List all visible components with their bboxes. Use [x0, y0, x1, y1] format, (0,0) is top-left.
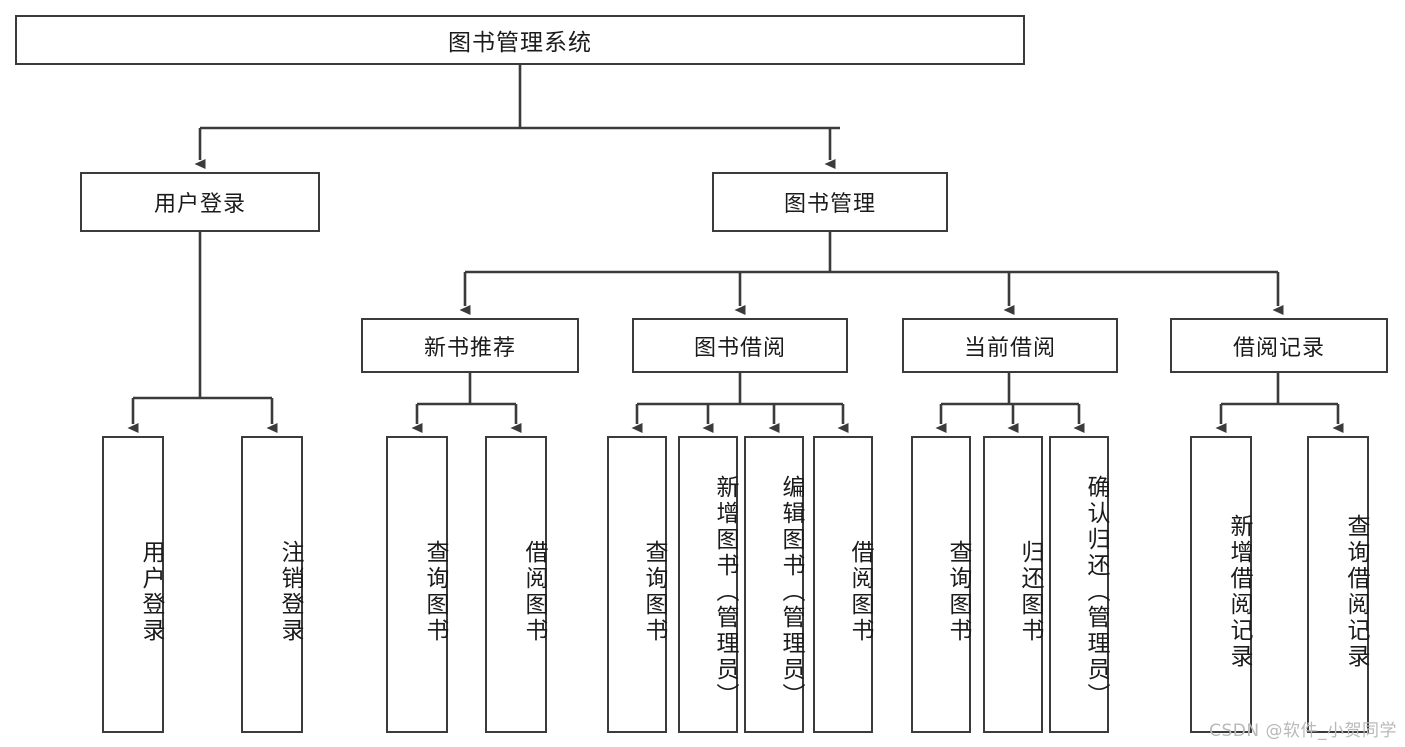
leaf-label: 查询图书	[641, 539, 667, 644]
leaf-label: 查询图书	[422, 539, 448, 644]
leaf-query-book-borrow[interactable]: 查询图书	[607, 436, 667, 733]
node-current-borrow[interactable]: 当前借阅	[902, 318, 1118, 373]
node-root-system-title[interactable]: 图书管理系统	[15, 15, 1025, 65]
leaf-edit-book-admin[interactable]: 编辑图书（管理员）	[744, 436, 804, 733]
leaf-label: 借阅图书	[847, 539, 873, 644]
leaf-label: 归还图书	[1017, 539, 1043, 644]
leaf-label: 确认归还（管理员）	[1083, 474, 1109, 709]
leaf-query-borrow-record[interactable]: 查询借阅记录	[1307, 436, 1369, 733]
node-book-management[interactable]: 图书管理	[712, 172, 948, 232]
leaf-label: 新增图书（管理员）	[712, 474, 738, 709]
leaf-borrow-book-newbook[interactable]: 借阅图书	[485, 436, 547, 733]
leaf-borrow-book[interactable]: 借阅图书	[813, 436, 873, 733]
node-user-login[interactable]: 用户登录	[80, 172, 320, 232]
leaf-return-book[interactable]: 归还图书	[983, 436, 1043, 733]
leaf-logout[interactable]: 注销登录	[241, 436, 303, 733]
node-book-borrow[interactable]: 图书借阅	[632, 318, 848, 373]
leaf-user-login[interactable]: 用户登录	[102, 436, 164, 733]
leaf-label: 新增借阅记录	[1226, 513, 1252, 670]
csdn-watermark: CSDN @软件_小贺同学	[1209, 721, 1397, 741]
leaf-label: 注销登录	[277, 539, 303, 644]
node-borrow-record[interactable]: 借阅记录	[1170, 318, 1388, 373]
leaf-label: 编辑图书（管理员）	[778, 474, 804, 709]
leaf-add-borrow-record[interactable]: 新增借阅记录	[1190, 436, 1252, 733]
leaf-label: 查询图书	[945, 539, 971, 644]
leaf-add-book-admin[interactable]: 新增图书（管理员）	[678, 436, 738, 733]
leaf-label: 查询借阅记录	[1343, 513, 1369, 670]
leaf-label: 用户登录	[138, 539, 164, 644]
leaf-label: 借阅图书	[521, 539, 547, 644]
node-new-book-recommend[interactable]: 新书推荐	[361, 318, 579, 373]
leaf-query-book-current[interactable]: 查询图书	[911, 436, 971, 733]
leaf-query-book-newbook[interactable]: 查询图书	[386, 436, 448, 733]
leaf-confirm-return-admin[interactable]: 确认归还（管理员）	[1049, 436, 1109, 733]
